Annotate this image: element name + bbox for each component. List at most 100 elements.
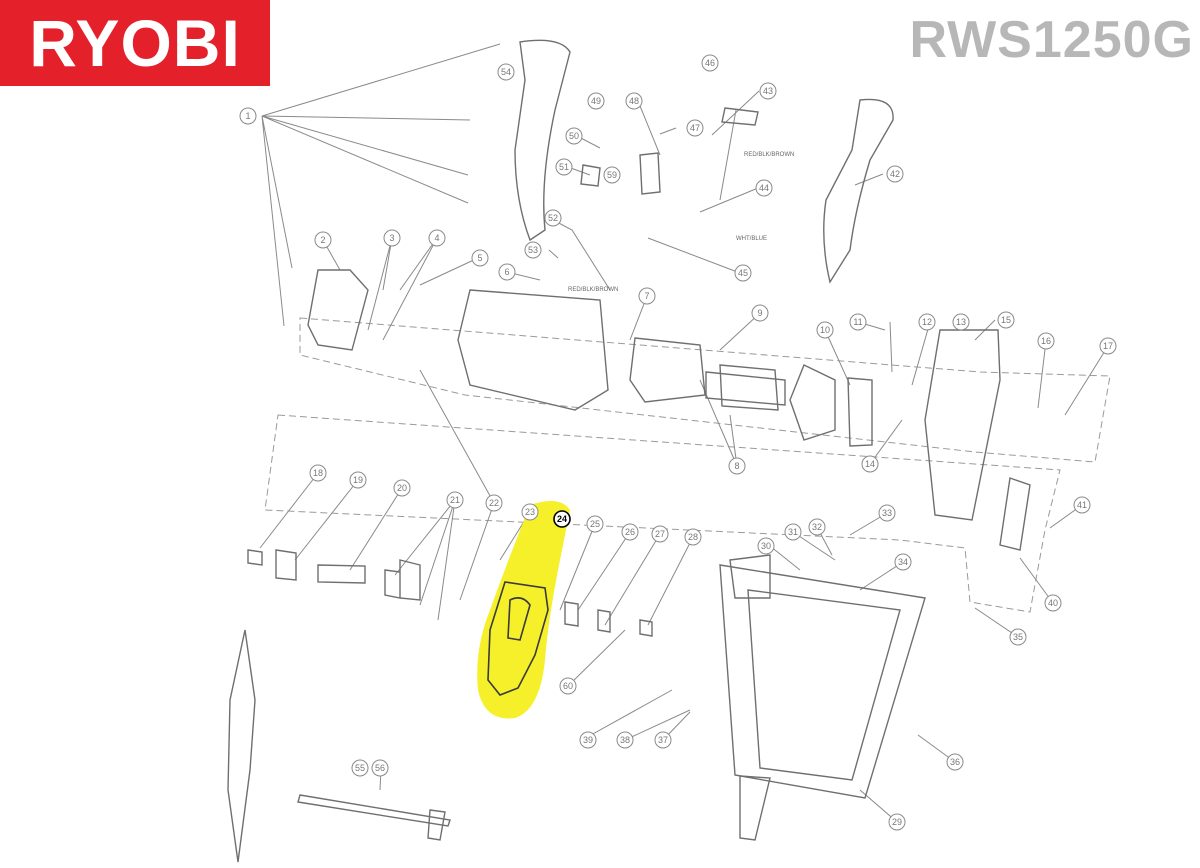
- callout-label: 50: [569, 131, 579, 141]
- callout-14: 14: [861, 455, 879, 473]
- callout-label: 55: [355, 763, 365, 773]
- highlight-blob: [477, 501, 570, 719]
- callout-label: 22: [489, 498, 499, 508]
- callout-label: 2: [320, 235, 325, 245]
- gear-case: [924, 329, 1001, 521]
- wire-label: RED/BLK/BROWN: [744, 152, 794, 158]
- callout-label: 35: [1013, 632, 1023, 642]
- blade-spacers: [564, 601, 653, 637]
- ryobi-logo: RYOBI: [0, 0, 270, 86]
- highlighted-part-24: [477, 501, 570, 719]
- callout-label: 3: [389, 233, 394, 243]
- wire-label: RED/BLK/BROWN: [568, 287, 618, 293]
- callout-label: 60: [563, 681, 573, 691]
- callout-44: 44: [755, 179, 773, 197]
- callout-label: 19: [353, 475, 363, 485]
- callout-label: 47: [690, 123, 700, 133]
- end-cap: [307, 269, 369, 351]
- base-plate: [719, 564, 926, 799]
- callout-label: 38: [620, 735, 630, 745]
- wire-label: WHT/BLUE: [736, 236, 767, 242]
- callout-23: 23: [521, 503, 539, 521]
- callout-53: 53: [524, 241, 542, 259]
- callout-26: 26: [621, 523, 639, 541]
- callout-6: 6: [498, 263, 516, 281]
- guard-outline: [487, 581, 549, 696]
- field-coil: [629, 337, 706, 403]
- callout-59: 59: [603, 166, 621, 184]
- callout-27: 27: [651, 525, 669, 543]
- handle-right: [823, 98, 894, 284]
- callout-39: 39: [579, 731, 597, 749]
- callout-48: 48: [625, 92, 643, 110]
- callout-label: 7: [644, 291, 649, 301]
- callout-5: 5: [471, 249, 489, 267]
- callout-9: 9: [751, 304, 769, 322]
- callout-20: 20: [393, 479, 411, 497]
- handle-left: [514, 39, 571, 242]
- callout-label: 59: [607, 170, 617, 180]
- callout-label: 29: [892, 817, 902, 827]
- callout-1: 1: [239, 107, 257, 125]
- callout-label: 15: [1001, 315, 1011, 325]
- logo-text: RYOBI: [29, 6, 241, 80]
- callout-label: 9: [757, 308, 762, 318]
- callout-19: 19: [349, 471, 367, 489]
- callout-35: 35: [1009, 628, 1027, 646]
- callout-22: 22: [485, 494, 503, 512]
- callout-label: 30: [761, 541, 771, 551]
- callout-label: 21: [450, 495, 460, 505]
- armature: [705, 364, 786, 411]
- blade-guard-knob: [999, 477, 1031, 551]
- rip-fence: [739, 775, 771, 841]
- callout-label: 51: [559, 162, 569, 172]
- callout-label: 5: [477, 253, 482, 263]
- callout-3: 3: [383, 229, 401, 247]
- spindle-assembly: [247, 549, 421, 601]
- callout-38: 38: [616, 731, 634, 749]
- callout-60: 60: [559, 677, 577, 695]
- callout-label: 41: [1077, 500, 1087, 510]
- motor-frame: [299, 317, 1111, 463]
- callout-40: 40: [1044, 594, 1062, 612]
- gear-frame: [264, 414, 1061, 613]
- callout-8: 8: [728, 457, 746, 475]
- saw-blade: [227, 629, 256, 863]
- callout-7: 7: [638, 287, 656, 305]
- callout-label: 25: [590, 519, 600, 529]
- callout-13: 13: [952, 313, 970, 331]
- callout-label: 54: [501, 67, 511, 77]
- motor-housing: [457, 289, 609, 411]
- callout-label: 13: [956, 317, 966, 327]
- callout-label: 31: [788, 527, 798, 537]
- callout-label: 33: [882, 508, 892, 518]
- callout-2: 2: [314, 231, 332, 249]
- callout-label: 40: [1048, 598, 1058, 608]
- callout-36: 36: [946, 753, 964, 771]
- callout-30: 30: [757, 537, 775, 555]
- callout-label: 52: [548, 213, 558, 223]
- callout-label: 26: [625, 527, 635, 537]
- callout-42: 42: [886, 165, 904, 183]
- callout-label: 45: [738, 268, 748, 278]
- assembly-frames: [264, 317, 1111, 613]
- callout-11: 11: [849, 313, 867, 331]
- callout-label: 56: [375, 763, 385, 773]
- callout-29: 29: [888, 813, 906, 831]
- callout-4: 4: [428, 229, 446, 247]
- callout-label: 43: [763, 86, 773, 96]
- callout-52: 52: [544, 209, 562, 227]
- fan-baffle: [847, 377, 873, 447]
- callout-47: 47: [686, 119, 704, 137]
- callout-label: 18: [313, 468, 323, 478]
- callout-33: 33: [878, 504, 896, 522]
- callout-50: 50: [565, 127, 583, 145]
- callout-17: 17: [1099, 337, 1117, 355]
- callout-label: 27: [655, 529, 665, 539]
- callout-12: 12: [918, 313, 936, 331]
- callout-18: 18: [309, 464, 327, 482]
- callout-10: 10: [816, 321, 834, 339]
- callout-label: 24: [557, 514, 567, 524]
- callout-55: 55: [351, 759, 369, 777]
